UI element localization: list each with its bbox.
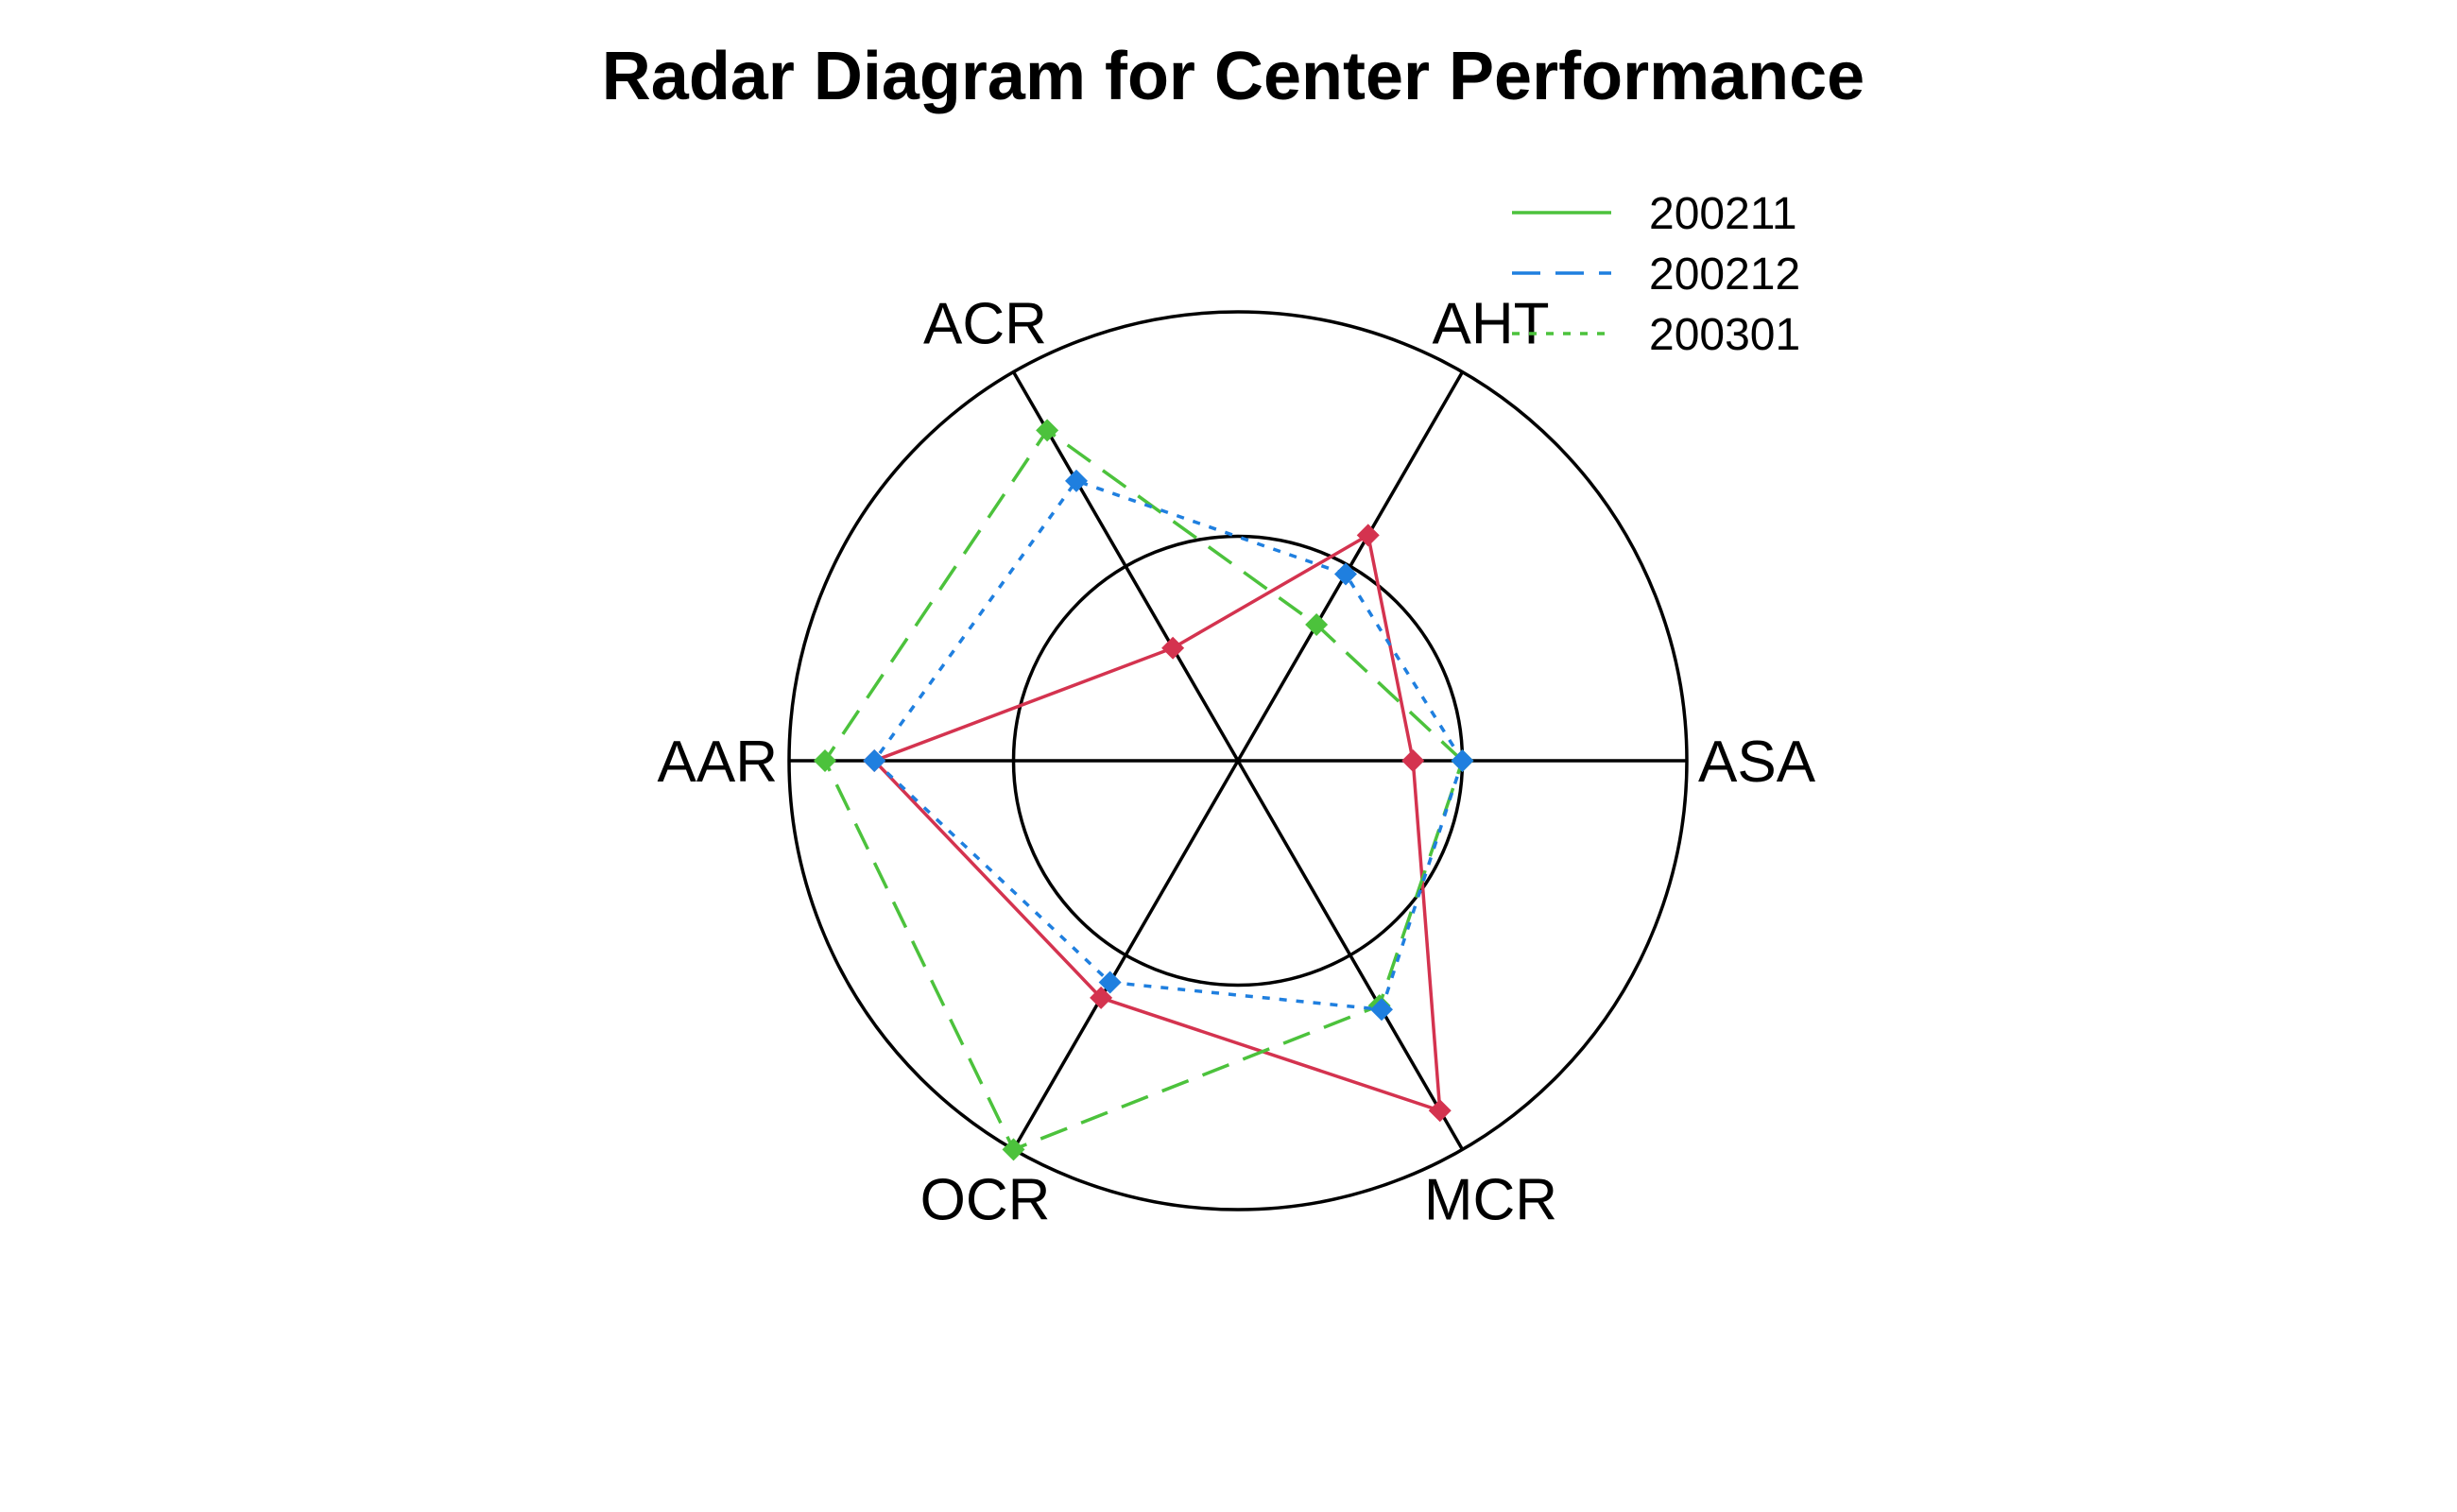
legend-label-200211: 200211 — [1649, 189, 1797, 239]
axis-label-aht: AHT — [1433, 292, 1550, 357]
series-2 — [814, 419, 1474, 1161]
series-3-point-aar — [863, 749, 886, 772]
legend-label-200212: 200212 — [1649, 249, 1800, 300]
axis-label-asa: ASA — [1698, 730, 1816, 795]
series-2-point-ocr — [1002, 1138, 1025, 1161]
series-2-point-aar — [814, 749, 836, 772]
series-1 — [863, 524, 1452, 1123]
series-3-point-acr — [1065, 469, 1088, 492]
legend: 200211 200212 200301 — [1512, 189, 1800, 360]
legend-label-200301: 200301 — [1649, 310, 1800, 360]
axis-labels: ASA AHT ACR AAR OCR MCR — [658, 292, 1816, 1233]
series-1-point-asa — [1401, 749, 1425, 772]
axis-label-ocr: OCR — [920, 1167, 1051, 1232]
series-1-point-mcr — [1428, 1099, 1452, 1123]
axis-label-acr: ACR — [923, 292, 1047, 357]
series-2-point-acr — [1036, 419, 1059, 442]
series-3 — [863, 469, 1474, 1022]
series-3-point-aht — [1334, 562, 1357, 586]
series-3-point-ocr — [1098, 971, 1122, 994]
series-2-point-aht — [1305, 613, 1329, 637]
series-layer — [814, 419, 1474, 1161]
axis-label-mcr: MCR — [1424, 1167, 1557, 1232]
axis-label-aar: AAR — [658, 730, 778, 795]
chart-title: Radar Diagram for Center Performance — [602, 39, 1864, 114]
spoke-ocr — [1011, 760, 1240, 1151]
series-3-point-mcr — [1370, 998, 1393, 1022]
radar-grid — [787, 310, 1689, 1211]
series-1-point-acr — [1161, 636, 1185, 660]
series-1-point-ocr — [1090, 986, 1113, 1009]
series-1-point-aht — [1356, 524, 1380, 547]
spoke-aht — [1236, 370, 1465, 762]
spoke-mcr — [1236, 760, 1465, 1151]
series-3-point-asa — [1451, 749, 1474, 772]
